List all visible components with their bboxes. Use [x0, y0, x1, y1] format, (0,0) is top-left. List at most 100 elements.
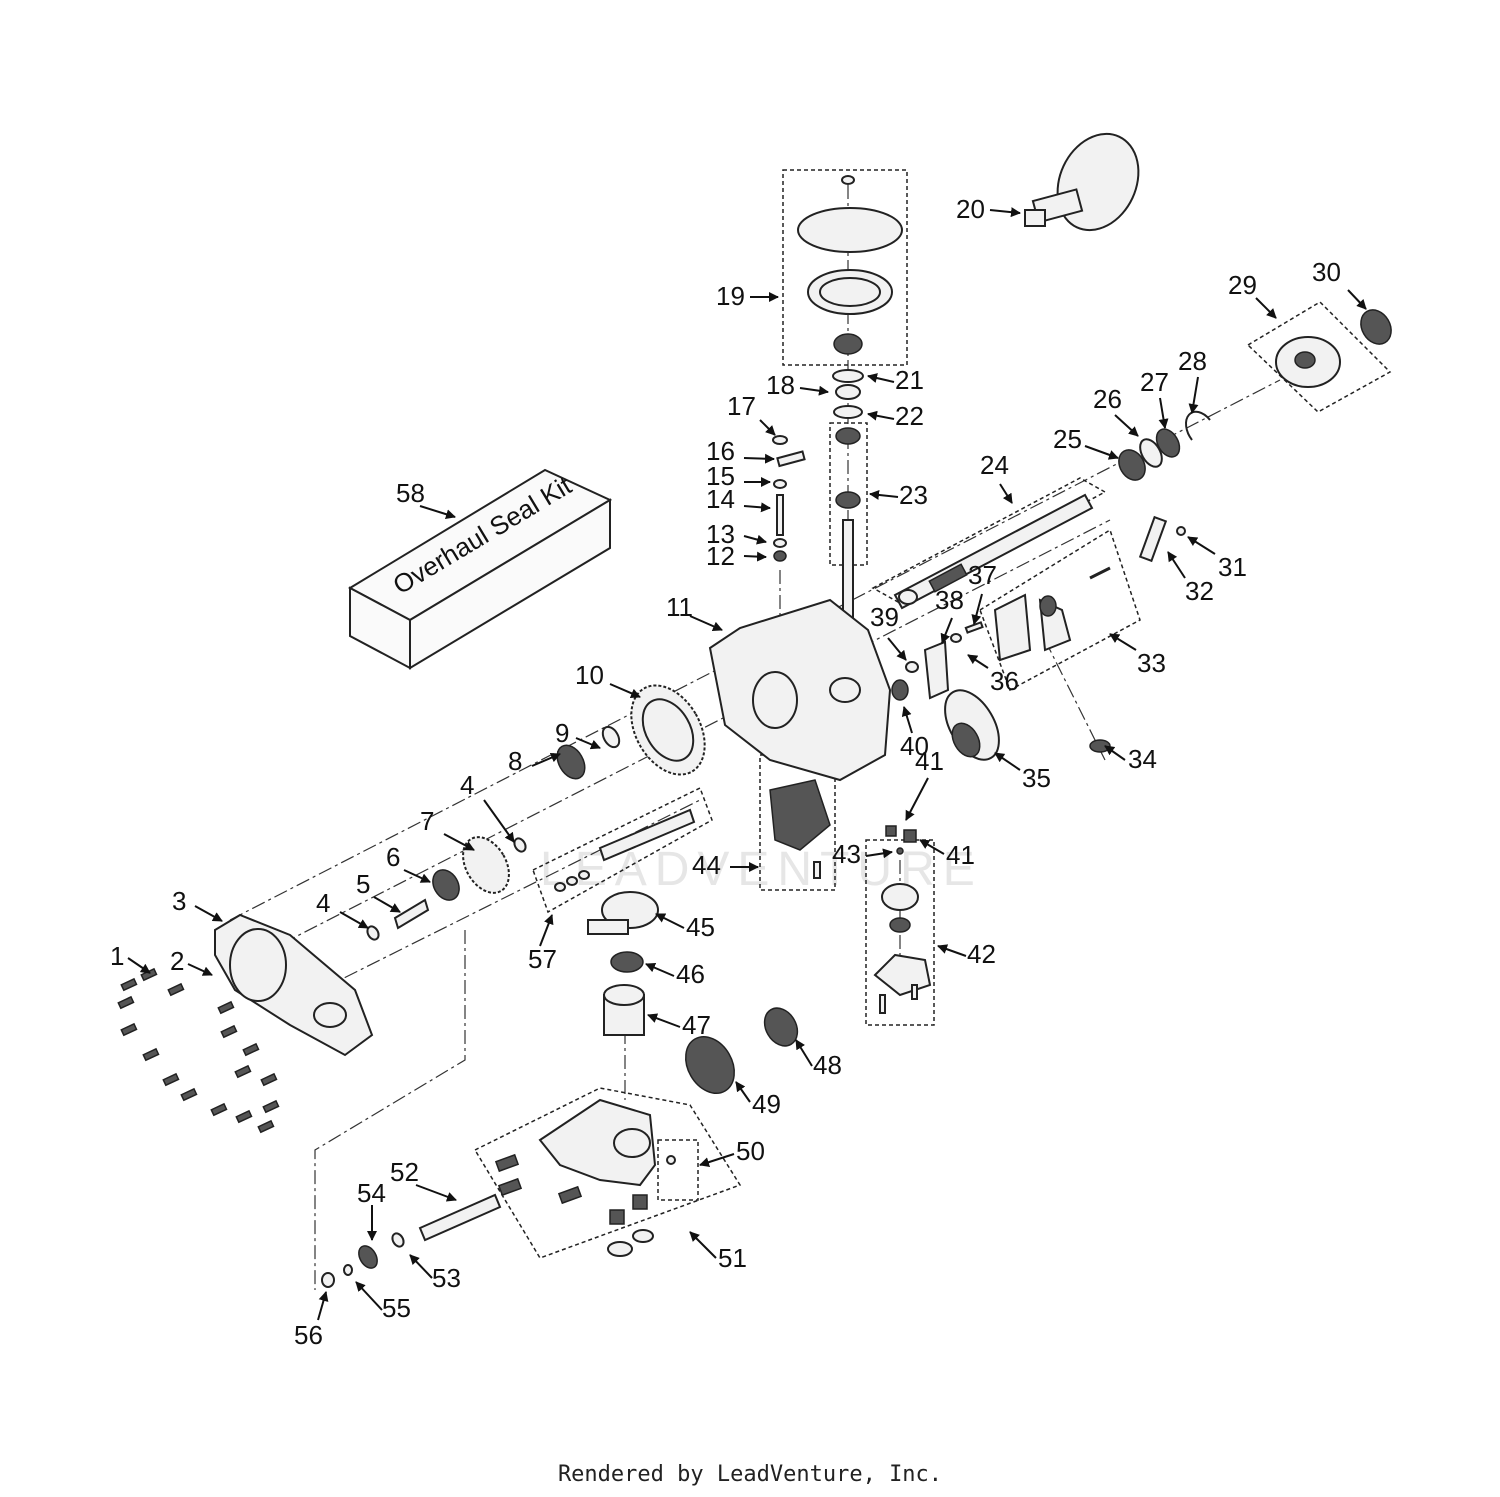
- group-boxes: [473, 169, 1392, 1259]
- callout-label: 36: [990, 666, 1019, 696]
- callout-label: 29: [1228, 270, 1257, 300]
- callout-leader-arrow: [940, 617, 953, 644]
- callout-label: 42: [967, 939, 996, 969]
- pump-motor-parts: [587, 891, 799, 1094]
- callout-label: 7: [420, 806, 434, 836]
- callout-label: 17: [727, 391, 756, 421]
- callout-leader-arrow: [409, 1254, 433, 1279]
- check-valve-parts: [873, 825, 932, 1014]
- bolt: [210, 1102, 228, 1117]
- callout-label: 8: [508, 746, 522, 776]
- callout-label: 52: [390, 1157, 419, 1187]
- brake-linkage-parts: [923, 515, 1186, 753]
- callout-label: 46: [676, 959, 705, 989]
- callout-label: 9: [555, 718, 569, 748]
- axle-shaft-part: [893, 493, 1094, 610]
- callout-label: 25: [1053, 424, 1082, 454]
- callout-label: 58: [396, 478, 425, 508]
- callout-label: 1: [110, 941, 124, 971]
- callout-leader-arrow: [1109, 633, 1137, 651]
- callout-label: 32: [1185, 576, 1214, 606]
- callout-leader-arrow: [989, 207, 1021, 218]
- oil-filter-part: [944, 689, 1000, 761]
- callout-leader-arrow: [994, 752, 1021, 771]
- gear-bearings: [556, 725, 621, 780]
- control-arm-small-parts: [772, 435, 806, 562]
- bolt: [234, 1064, 252, 1079]
- callout-leader-arrow: [645, 962, 675, 977]
- cover-plate-part: [214, 913, 374, 1057]
- bolt: [140, 967, 158, 982]
- callout-leader-arrow: [1114, 414, 1139, 437]
- callout-label: 12: [706, 541, 735, 571]
- callout-leader-arrow: [647, 1013, 681, 1028]
- callout-leader-arrow: [355, 1281, 383, 1311]
- callout-label: 51: [718, 1243, 747, 1273]
- bolt: [162, 1072, 180, 1087]
- bolt: [235, 1109, 253, 1124]
- callout-leader-arrow: [799, 385, 829, 396]
- callout-leader-arrow: [919, 839, 945, 855]
- callout-label: 38: [935, 585, 964, 615]
- callout-label: 6: [386, 842, 400, 872]
- callout-label: 47: [682, 1010, 711, 1040]
- callout-leader-arrow: [655, 913, 685, 929]
- callout-label: 10: [575, 660, 604, 690]
- callout-label: 23: [899, 480, 928, 510]
- callout-leader-arrow: [403, 869, 431, 883]
- callout-leader-arrow: [743, 502, 771, 513]
- callout-label: 50: [736, 1136, 765, 1166]
- bolt: [242, 1042, 260, 1057]
- callout-leader-arrow: [443, 833, 475, 851]
- callout-label: 49: [752, 1089, 781, 1119]
- callout-label: 39: [870, 602, 899, 632]
- callout-leader-arrow: [869, 489, 899, 500]
- callout-label: 27: [1140, 367, 1169, 397]
- callout-label: 45: [686, 912, 715, 942]
- callout-leader-arrow: [1158, 397, 1169, 429]
- callout-leader-arrow: [1188, 376, 1199, 414]
- bolt: [260, 1072, 278, 1087]
- callout-leader-arrow: [1104, 745, 1126, 761]
- callout-label: 16: [706, 436, 735, 466]
- bolt: [217, 1000, 235, 1015]
- callout-label: 33: [1137, 648, 1166, 678]
- bolt: [167, 982, 185, 997]
- motor-shaft-parts: [321, 1193, 502, 1288]
- callout-leader-arrow: [127, 957, 151, 974]
- callout-leader-arrow: [317, 1291, 329, 1321]
- callout-label: 37: [968, 560, 997, 590]
- fan-pulley-part: [797, 175, 903, 355]
- callout-leader-arrow: [194, 905, 223, 922]
- input-shaft-stack: [832, 369, 864, 626]
- callout-label: 41: [946, 840, 975, 870]
- bolt: [180, 1087, 198, 1102]
- callout-label: 44: [692, 850, 721, 880]
- callout-leader-arrow: [699, 1153, 735, 1167]
- callout-label: 30: [1312, 257, 1341, 287]
- footer-credit: Rendered by LeadVenture, Inc.: [557, 1462, 943, 1487]
- callout-label: 4: [316, 888, 330, 918]
- callout-leader-arrow: [743, 534, 767, 545]
- bolt: [220, 1024, 238, 1039]
- baffle-part: [769, 779, 831, 879]
- callout-label: 13: [706, 519, 735, 549]
- callout-leader-arrow: [937, 944, 967, 957]
- callout-label: 57: [528, 944, 557, 974]
- callout-label: 26: [1093, 384, 1122, 414]
- axle-hub-part: [1024, 132, 1140, 232]
- callout-leader-arrow: [971, 593, 983, 625]
- callout-leader-arrow: [187, 963, 213, 976]
- callout-leader-arrow: [887, 637, 907, 661]
- callout-leader-arrow: [865, 848, 893, 859]
- callout-label: 24: [980, 450, 1009, 480]
- callout-leader-arrow: [373, 896, 401, 913]
- callout-leader-arrow: [1187, 536, 1216, 555]
- callout-label: 54: [357, 1178, 386, 1208]
- callout-leader-arrow: [759, 419, 776, 436]
- callout-label: 56: [294, 1320, 323, 1350]
- callout-label: 40: [900, 731, 929, 761]
- callout-label: 55: [382, 1293, 411, 1323]
